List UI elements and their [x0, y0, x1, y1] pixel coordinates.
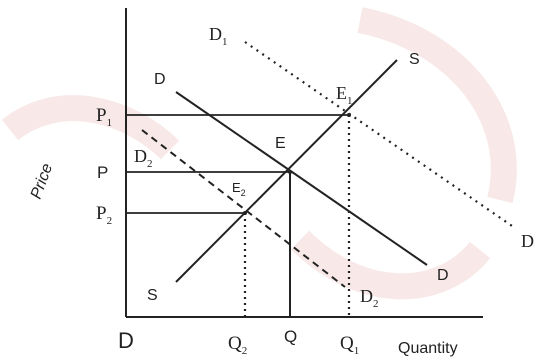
demand-curve	[175, 91, 428, 266]
supply-curve	[175, 59, 398, 283]
d1-demand-curve	[244, 41, 516, 229]
p2-label: P2	[96, 203, 112, 227]
d2-top-label: D2	[134, 146, 153, 170]
q1-label: Q1	[340, 333, 359, 357]
watermark-shape-left	[1, 95, 180, 160]
watermark-shape-bottom	[290, 230, 491, 300]
price-guides	[126, 114, 349, 214]
axes	[125, 8, 483, 318]
y-axis-label: Price	[28, 161, 56, 201]
e-point	[288, 170, 292, 174]
demand-bottom-label: D	[437, 267, 449, 284]
e2-label: E2	[232, 180, 246, 198]
p-label: P	[97, 163, 108, 182]
supply-bottom-label: S	[147, 287, 158, 304]
d2-bottom-label: D2	[360, 286, 379, 310]
origin-label: D	[118, 328, 134, 353]
q-label: Q	[284, 327, 297, 346]
equilibrium-points	[243, 113, 351, 215]
q2-label: Q2	[228, 333, 247, 357]
d1-right-label: D	[521, 231, 534, 251]
watermark	[1, 7, 517, 300]
curves	[141, 41, 516, 288]
demand-top-label: D	[154, 71, 166, 88]
e2-point	[243, 211, 247, 215]
e1-point	[347, 113, 351, 117]
quantity-guides	[243, 115, 351, 317]
d1-top-label: D1	[209, 24, 228, 48]
d2-demand-curve	[141, 129, 346, 288]
p1-label: P1	[96, 105, 112, 129]
supply-top-label: S	[409, 51, 420, 68]
watermark-shape-right	[357, 7, 517, 204]
e-label: E	[275, 135, 286, 152]
x-axis-label: Quantity	[398, 340, 458, 357]
e1-label: E1	[336, 83, 353, 107]
